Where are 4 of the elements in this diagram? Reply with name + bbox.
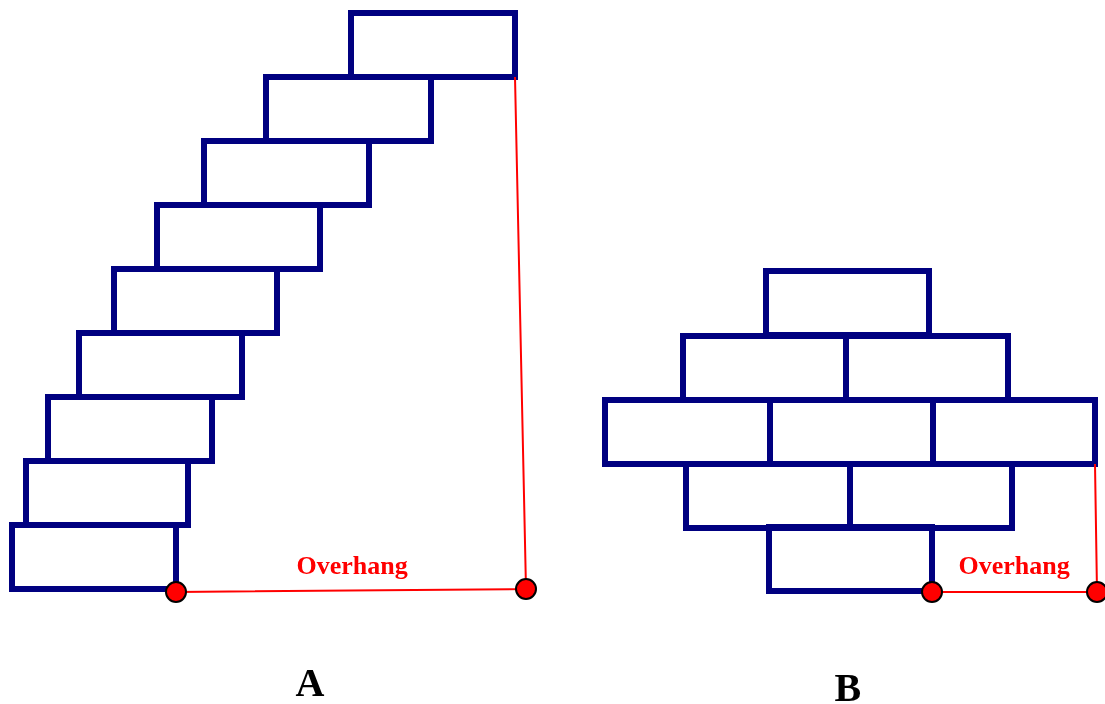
dimension-label: Overhang	[296, 553, 408, 579]
panel-label: B	[834, 668, 862, 704]
dimension-label: Overhang	[958, 553, 1070, 579]
panel-label: A	[295, 663, 325, 703]
